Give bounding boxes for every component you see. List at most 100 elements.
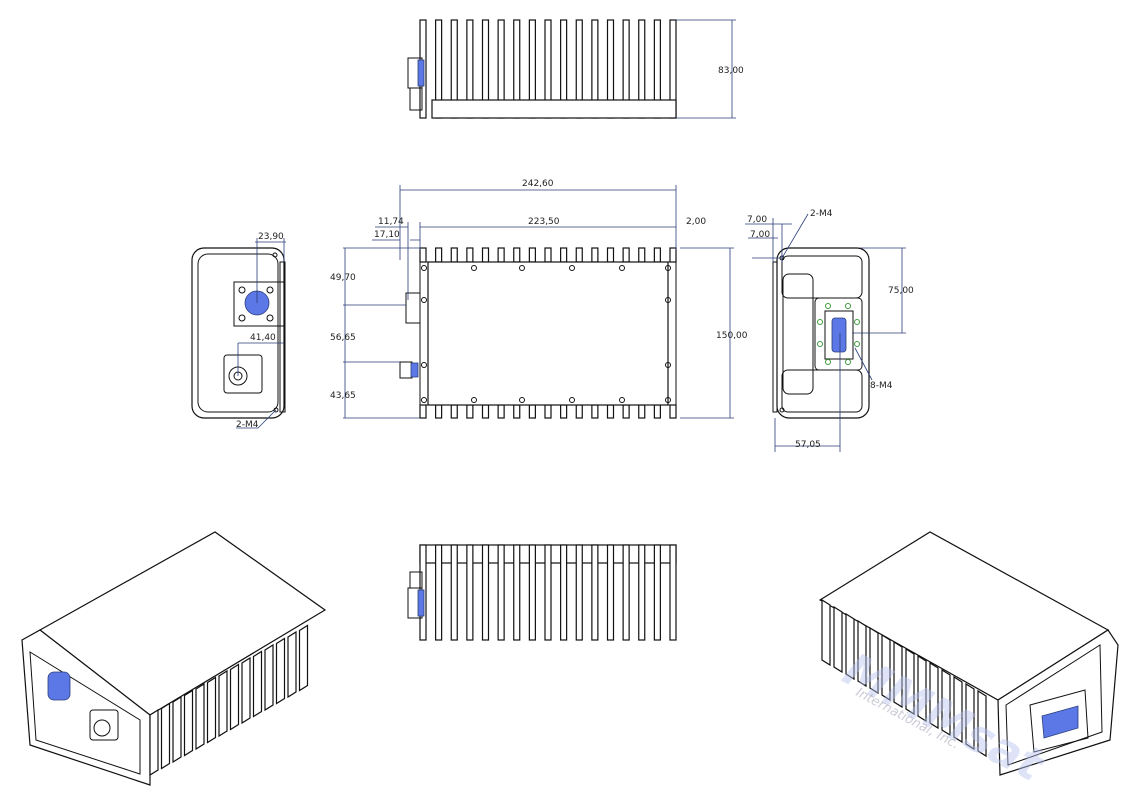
heatsink-fin (497, 404, 505, 419)
dim-hole-offset-x: 7,00 (747, 215, 767, 225)
heatsink-fin (528, 247, 536, 263)
heatsink-fin (638, 247, 646, 263)
heatsink-fin (149, 708, 159, 777)
heatsink-fin (160, 702, 171, 770)
heatsink-fin (218, 669, 228, 738)
screw (421, 362, 427, 368)
heatsink-fin (264, 643, 274, 712)
heatsink-fin (869, 626, 879, 695)
dim-flange-height: 75,00 (888, 286, 914, 296)
dim-body-length: 223,50 (528, 217, 560, 227)
top-view-block (409, 87, 423, 111)
left-view: 23,90 41,40 2-M4 (191, 232, 286, 430)
heatsink-fin (941, 668, 951, 737)
front-view: 242,60 223,50 2,00 11,74 17,10 49,70 56,… (330, 179, 748, 419)
heatsink-fin (481, 404, 490, 419)
heatsink-fin (622, 247, 630, 263)
dim-left-offset-1: 11,74 (378, 217, 404, 227)
heatsink-fin (575, 404, 583, 419)
heatsink-fin (298, 624, 309, 692)
heatsink-fin (528, 404, 536, 419)
screw (665, 297, 671, 303)
screw (665, 265, 671, 271)
n-type-connector (223, 354, 263, 394)
heatsink-fin (435, 544, 443, 641)
heatsink-fin (606, 247, 615, 263)
dim-height-seg-3: 43,65 (330, 391, 356, 401)
heatsink-fin (560, 247, 568, 263)
front-view-n-connector (399, 361, 413, 379)
heatsink-fin (275, 637, 286, 705)
heatsink-fin (893, 640, 903, 709)
iso-circular-connector (47, 671, 71, 701)
front-view-body (427, 261, 669, 406)
left-view-connector-plate (233, 281, 285, 327)
heatsink-fin (929, 661, 939, 730)
heatsink-fin (653, 404, 661, 419)
flange-hole (825, 303, 831, 309)
heatsink-fin (497, 544, 505, 641)
flange-hole (854, 319, 860, 325)
screw (665, 397, 671, 403)
heatsink-fin (953, 675, 963, 744)
flange-hole (854, 341, 860, 347)
screw (519, 397, 525, 403)
isometric-left-view (21, 531, 327, 786)
heatsink-fin (821, 598, 831, 667)
heatsink-fin (195, 682, 205, 751)
dim-right-offset: 2,00 (686, 217, 706, 227)
heatsink-fin (638, 544, 646, 641)
heatsink-fin (833, 605, 843, 674)
front-view-block (405, 292, 421, 324)
heatsink-fin (241, 656, 251, 725)
heatsink-fin (513, 404, 521, 419)
flange-hole (845, 359, 851, 365)
waveguide-flange (814, 297, 863, 371)
screw (665, 362, 671, 368)
heatsink-fin (528, 544, 536, 641)
bottom-view (407, 544, 677, 641)
heatsink-fin (481, 544, 490, 641)
heatsink-fin (881, 633, 891, 702)
flange-hole (825, 359, 831, 365)
heatsink-fin (591, 544, 599, 641)
heatsink-fin (183, 689, 194, 757)
heatsink-fin (965, 682, 975, 751)
flange-hole (845, 303, 851, 309)
isometric-right-view: MMMsat International, Inc. (818, 531, 1119, 793)
heatsink-fin (560, 544, 568, 641)
heatsink-fin (544, 404, 552, 419)
dim-height-seg-2: 56,65 (330, 333, 356, 343)
heatsink-fin (419, 247, 427, 263)
waveguide-opening (831, 317, 847, 353)
iso-waveguide-opening (1041, 705, 1079, 739)
screw (421, 297, 427, 303)
heatsink-fin (206, 676, 217, 744)
dim-height-seg-1: 49,70 (330, 273, 356, 283)
screw (519, 265, 525, 271)
heatsink-fin (575, 544, 583, 641)
screw (471, 397, 477, 403)
heatsink-fin (653, 247, 661, 263)
heatsink-fin (450, 247, 458, 263)
heatsink-fin (560, 404, 568, 419)
dim-top-height: 83,00 (718, 66, 744, 76)
heatsink-fin (669, 247, 677, 263)
screw (619, 397, 625, 403)
heatsink-fin (845, 612, 855, 681)
heatsink-fin (638, 404, 646, 419)
heatsink-fin (497, 247, 505, 263)
left-hole-label: 2-M4 (236, 420, 259, 430)
heatsink-fin (252, 650, 263, 718)
heatsink-fin (544, 247, 552, 263)
heatsink-fin (450, 404, 458, 419)
screw (569, 265, 575, 271)
screw (471, 265, 477, 271)
heatsink-fin (905, 647, 915, 716)
right-hole-label: 2-M4 (810, 209, 833, 219)
dim-hole-offset-y: 7,00 (750, 230, 770, 240)
heatsink-fin (653, 544, 661, 641)
heatsink-fin (172, 695, 182, 764)
screw (421, 265, 427, 271)
